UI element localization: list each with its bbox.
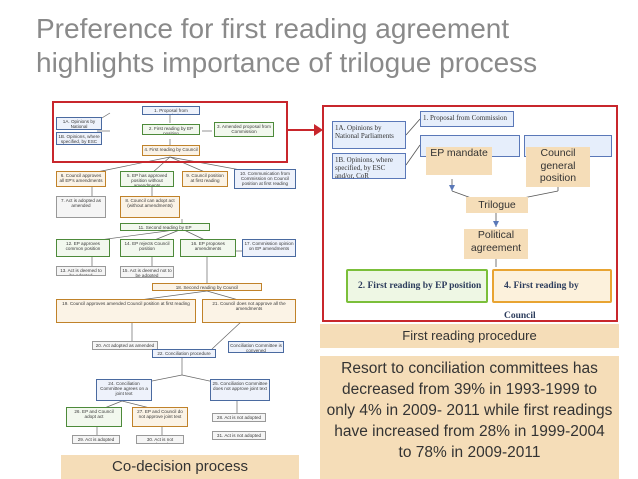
flow-node-act-deemed: 13. Act is deemed to be adopted [56, 266, 106, 276]
council-position-tag: Council general position [526, 147, 590, 187]
first-reading-council-box: 4. First reading by Council [492, 269, 612, 320]
flow-node-act-adopted-2: 20. Act adopted as amended [92, 341, 158, 350]
title-line-2: highlights importance of trilogue proces… [36, 47, 538, 78]
flow-node-council-approves-amended: 19. Council approves amended Council pos… [56, 299, 196, 323]
political-agreement-tag: Political agreement [464, 229, 528, 259]
first-reading-procedure-label: First reading procedure [320, 324, 619, 348]
right-node-proposal: 1. Proposal from Commission [420, 111, 514, 127]
flow-node-ep-approved: 5. EP has approved position without amen… [120, 171, 174, 187]
flow-node-commission-comm: 10. Communication from Commission on Cou… [234, 169, 296, 189]
connector-arrow-icon [288, 124, 323, 136]
flow-node-second-reading-ep: 11. Second reading by EP [120, 223, 210, 231]
flow-node-ep-position: 2. First reading by EP position [142, 124, 200, 135]
flow-node-committee-not-agree: 25. Conciliation Committee does not appr… [210, 379, 270, 401]
codecision-process-label: Co-decision process [61, 455, 299, 479]
flow-node-council-position: 9. Council position at first reading [182, 171, 228, 187]
flow-node-conciliation: 22. Conciliation procedure [152, 349, 216, 358]
flow-node-council-not-approve: 21. Council does not approve all the ame… [202, 299, 296, 323]
flow-node-not-adopted-b: 30. Act is not adopted [136, 435, 184, 444]
codecision-flowchart: 1A. Opinions by National Parliaments 1B.… [52, 101, 302, 479]
flow-node-council-adopt: 8. Council can adopt act (without amendm… [120, 196, 180, 218]
right-node-opinions: 1A. Opinions by National Parliaments [332, 121, 406, 149]
first-reading-ep-box: 2. First reading by EP position [346, 269, 488, 303]
flow-node-act-not-adopted-1: 15. Act is deemed not to be adopted [120, 266, 174, 278]
flow-node-proposal: 1. Proposal from Commission [142, 106, 200, 115]
flow-node-committee-agrees: 24. Conciliation Committee agrees on a j… [96, 379, 152, 401]
flow-node-ep-proposes: 16. EP proposes amendments [180, 239, 236, 257]
flow-node-amended-proposal: 3. Amended proposal from Commission [214, 122, 274, 137]
first-reading-diagram: 1A. Opinions by National Parliaments 1B.… [322, 105, 618, 322]
ep-mandate-tag: EP mandate [426, 147, 492, 175]
flow-node-act-adopted-1: 7. Act is adopted as amended [56, 196, 106, 218]
flow-node-ep-rejects: 14. EP rejects Council position [120, 239, 174, 257]
flow-node-opinions: 1A. Opinions by National Parliaments [56, 117, 102, 130]
title-line-1: Preference for first reading agreement [36, 13, 510, 44]
flow-node-not-adopted-c: 31. Act is not adopted [212, 431, 266, 440]
flow-node-committee-convened: Conciliation Committee is convened [228, 341, 284, 353]
trilogue-tag: Trilogue [466, 197, 528, 213]
flow-node-commission-opinion: 17. Commission opinion on EP amendments [242, 239, 296, 257]
flow-node-ep-approves-common: 12. EP approves common position [56, 239, 110, 257]
flow-node-not-adopted-a: 28. Act is not adopted [212, 413, 266, 422]
conciliation-statistics-text: Resort to conciliation committees has de… [320, 356, 619, 479]
flow-node-ep-council-not: 27. EP and Council do not approve joint … [132, 407, 188, 427]
slide-title: Preference for first reading agreement h… [36, 12, 626, 80]
flow-node-council-first: 4. First reading by Council [142, 145, 200, 156]
first-reading-highlight-box [52, 101, 288, 163]
flow-node-second-reading-council: 18. Second reading by Council [152, 283, 262, 291]
right-node-opinions-esc: 1B. Opinions, where specified, by ESC an… [332, 153, 406, 180]
flow-node-ep-council-adopt: 26. EP and Council adopt act [66, 407, 122, 427]
flow-node-council-approves: 6. Council approves all EP's amendments [56, 171, 106, 187]
trilogue-connectors [405, 118, 559, 267]
flow-node-adopted-final: 29. Act is adopted [72, 435, 120, 444]
flow-node-opinions-esc: 1B. Opinions, where specified, by ESC an… [56, 132, 102, 145]
